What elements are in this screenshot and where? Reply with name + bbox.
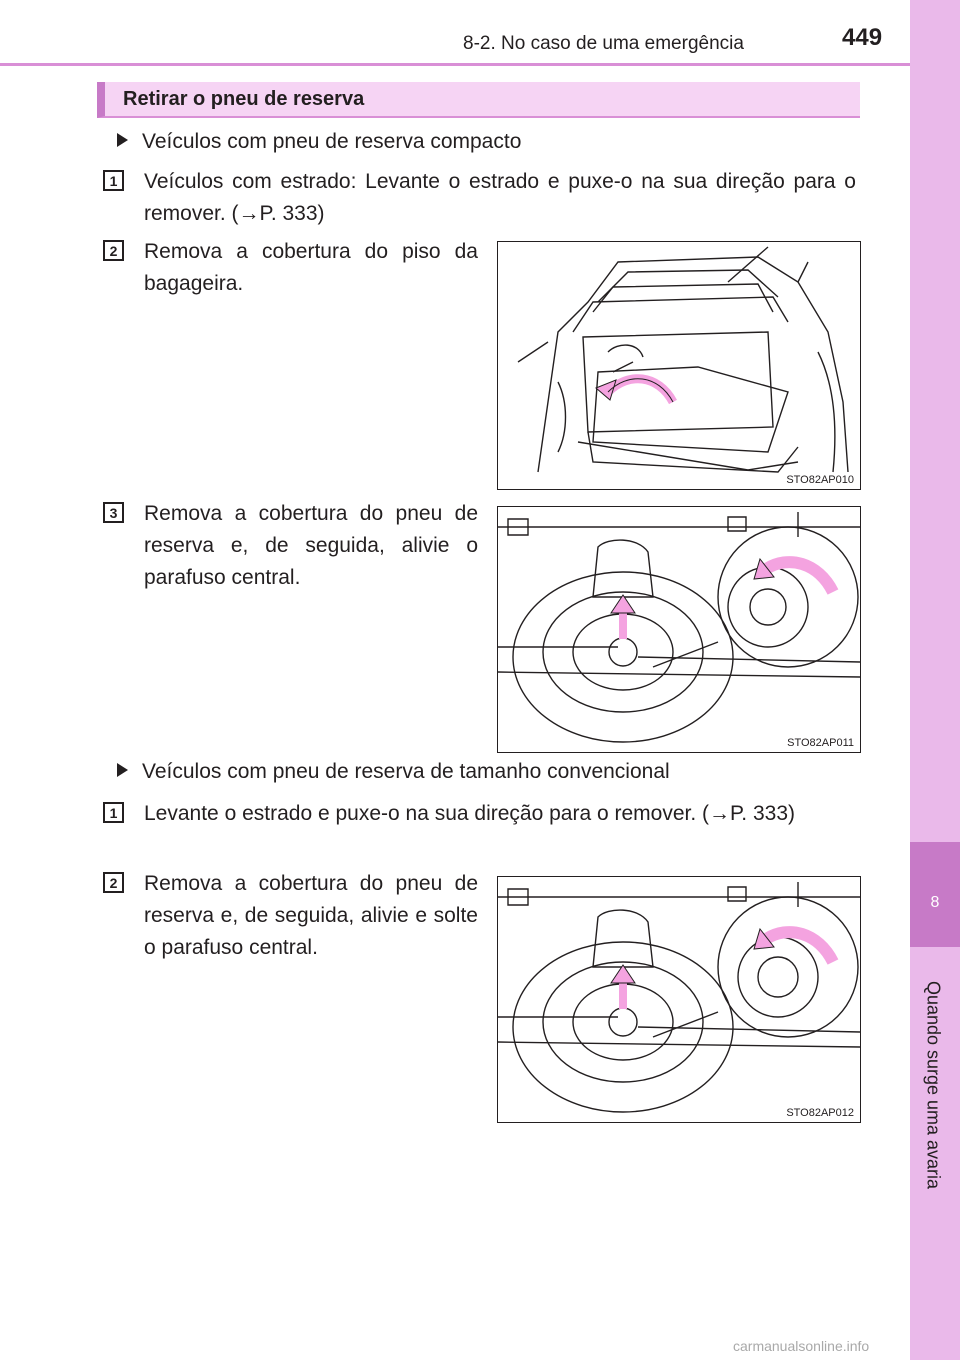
step-text: Veículos com estrado: Levante o estrado … xyxy=(144,170,856,225)
chapter-title: 8-2. No caso de uma emergência xyxy=(463,33,744,54)
figure-code: STO82AP010 xyxy=(786,474,854,486)
step-number: 1 xyxy=(103,170,124,191)
bullet-triangle-icon xyxy=(117,763,128,777)
side-tab-chapter-marker xyxy=(910,842,960,947)
section-title: Retirar o pneu de reserva xyxy=(123,88,365,110)
side-tab-label: Quando surge uma avaria xyxy=(923,980,944,1190)
step-text: Remova a cobertura do pneu de reserva e,… xyxy=(144,872,478,959)
step-text: Remova a cobertura do pneu de reserva e,… xyxy=(144,502,478,589)
figure-code: STO82AP011 xyxy=(787,737,854,749)
watermark: carmanualsonline.info xyxy=(733,1338,870,1354)
step-text: Levante o estrado e puxe-o na sua direçã… xyxy=(144,802,796,825)
trunk-illustration xyxy=(517,246,849,473)
conventional-heading-text: Veículos com pneu de reserva de tamanho … xyxy=(142,760,670,783)
conventional-heading: Veículos com pneu de reserva de tamanho … xyxy=(117,760,670,784)
figure-code: STO82AP012 xyxy=(786,1107,854,1119)
compact-heading: Veículos com pneu de reserva compacto xyxy=(117,130,521,154)
section-header: Retirar o pneu de reserva xyxy=(97,82,860,118)
figure-spare-tire-compact: STO82AP011 xyxy=(497,506,861,753)
step-number: 1 xyxy=(103,802,124,823)
page-number: 449 xyxy=(842,24,883,51)
side-tab-number: 8 xyxy=(930,894,940,911)
spare-tire-illustration xyxy=(498,512,860,743)
bullet-triangle-icon xyxy=(117,133,128,147)
step-number: 2 xyxy=(103,240,124,261)
step-text: Remova a cobertura do piso da bagageira. xyxy=(144,240,478,295)
figure-trunk-floor: STO82AP010 xyxy=(497,241,861,490)
header-rule xyxy=(0,63,910,66)
step-number: 3 xyxy=(103,502,124,523)
compact-heading-text: Veículos com pneu de reserva compacto xyxy=(142,130,522,153)
side-tab xyxy=(910,0,960,1360)
spare-tire-conventional-illustration xyxy=(498,882,860,1113)
figure-spare-tire-conventional: STO82AP012 xyxy=(497,876,861,1123)
step-number: 2 xyxy=(103,872,124,893)
